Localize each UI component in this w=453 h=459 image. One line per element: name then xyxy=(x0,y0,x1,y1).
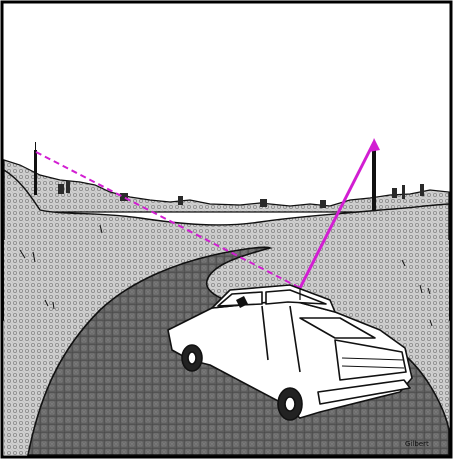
artist-signature: Gilbert xyxy=(405,440,429,448)
broadcast-tower-icon xyxy=(372,140,376,218)
